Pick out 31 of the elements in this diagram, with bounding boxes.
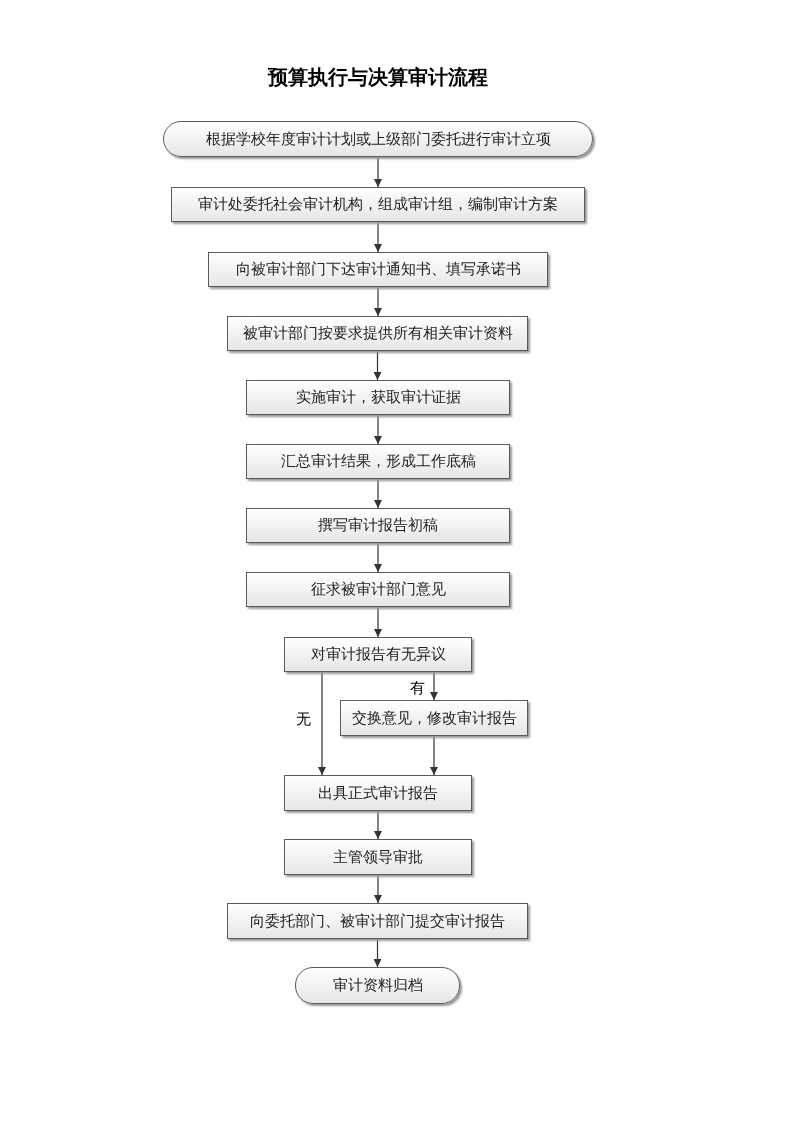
arrow	[374, 606, 382, 638]
process-box: 出具正式审计报告	[284, 775, 472, 811]
arrow	[318, 671, 326, 776]
process-box: 交换意见，修改审计报告	[340, 700, 528, 736]
process-box: 汇总审计结果，形成工作底稿	[246, 444, 510, 479]
arrow	[374, 286, 382, 317]
process-box: 向被审计部门下达审计通知书、填写承诺书	[208, 252, 548, 287]
arrow	[430, 671, 438, 701]
arrow	[374, 414, 382, 445]
arrow	[373, 350, 382, 381]
process-box: 征求被审计部门意见	[246, 572, 510, 607]
arrow	[374, 478, 382, 509]
arrow	[374, 542, 382, 573]
process-box: 主管领导审批	[284, 839, 472, 875]
decision-box: 对审计报告有无异议	[284, 637, 472, 672]
process-box: 向委托部门、被审计部门提交审计报告	[227, 903, 528, 939]
title: 预算执行与决算审计流程	[266, 64, 489, 91]
arrow	[373, 938, 382, 968]
arrow	[374, 156, 382, 188]
arrow	[374, 810, 382, 840]
process-box: 被审计部门按要求提供所有相关审计资料	[227, 316, 528, 351]
process-box: 实施审计，获取审计证据	[246, 380, 510, 415]
arrow	[430, 735, 438, 776]
terminal-box: 根据学校年度审计计划或上级部门委托进行审计立项	[163, 121, 593, 157]
arrow	[374, 221, 382, 253]
process-box: 审计处委托社会审计机构，组成审计组，编制审计方案	[171, 187, 585, 222]
edge-label: 有	[408, 679, 427, 697]
terminal-box: 审计资料归档	[295, 967, 460, 1004]
process-box: 撰写审计报告初稿	[246, 508, 510, 543]
arrow	[374, 874, 382, 904]
edge-label: 无	[294, 710, 313, 728]
